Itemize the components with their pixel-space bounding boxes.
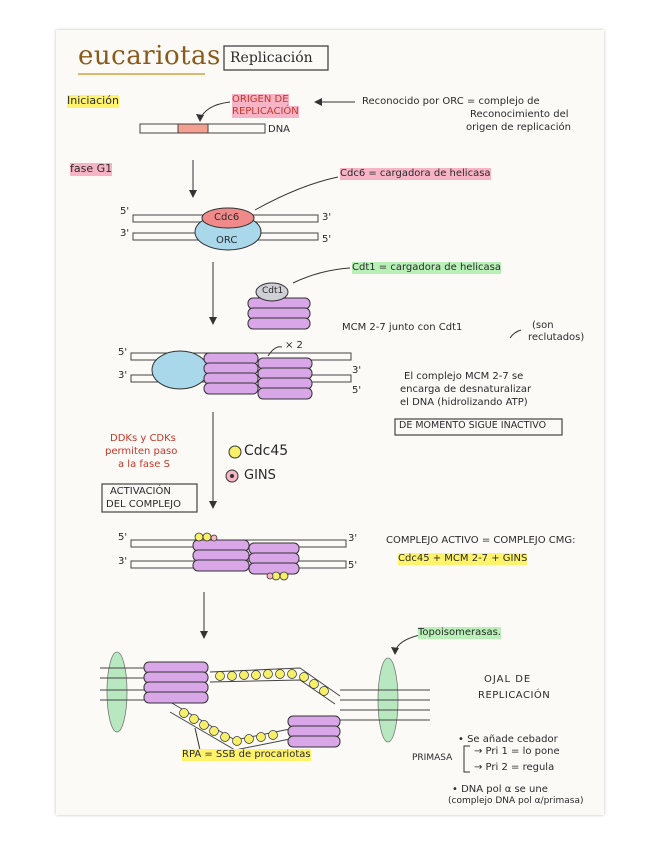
cmg-line1: COMPLEJO ACTIVO = COMPLEJO CMG: xyxy=(386,535,576,546)
prime-3-a: 3' xyxy=(120,228,130,239)
complejo-line1: El complejo MCM 2-7 se xyxy=(404,371,524,382)
cmg-line2: Cdc45 + MCM 2-7 + GINS xyxy=(398,553,528,565)
reconocido-line1: Reconocido por ORC = complejo de xyxy=(362,96,540,107)
ojal-line1: OJAL DE xyxy=(484,674,532,685)
ddks-line1: DDKs y CDKs xyxy=(110,433,176,444)
prime-5-c: 5' xyxy=(118,347,128,358)
cdc45-legend-label: Cdc45 xyxy=(244,443,289,459)
activacion-line1: ACTIVACIÓN xyxy=(110,486,171,497)
cdc45-legend-dot xyxy=(228,445,242,459)
mcm-cdt1-label: MCM 2-7 junto con Cdt1 xyxy=(342,322,463,333)
cdc6-description: Cdc6 = cargadora de helicasa xyxy=(340,168,491,180)
inactivo-box-text: DE MOMENTO SIGUE INACTIVO xyxy=(399,420,547,431)
rpa-label: RPA = SSB de procariotas xyxy=(182,749,311,761)
pri2-label: → Pri 2 = regula xyxy=(474,762,555,773)
cdc6-shape-label: Cdc6 xyxy=(214,212,240,223)
gins-legend-label: GINS xyxy=(244,468,276,483)
prime-5-f: 5' xyxy=(348,560,358,571)
origen-line1: ORIGEN DE xyxy=(232,94,289,106)
dnapol-line2: (complejo DNA pol α/primasa) xyxy=(448,796,584,806)
primasa-label: PRIMASA xyxy=(412,753,453,763)
subtitle-box xyxy=(223,45,329,71)
prime-3-e: 3' xyxy=(118,556,128,567)
prime-5-e: 5' xyxy=(118,532,128,543)
son-line2: reclutados) xyxy=(528,332,585,343)
arrow-origin xyxy=(199,101,231,121)
complejo-line2: encarga de desnaturalizar xyxy=(400,384,532,395)
fase-g1-label: fase G1 xyxy=(70,162,113,176)
cdc6-shape xyxy=(201,207,255,229)
prime-3-c: 3' xyxy=(118,370,128,381)
topo-label: Topoisomerasas. xyxy=(418,627,501,639)
ojal-line2: REPLICACIÓN xyxy=(478,690,551,701)
topo-left xyxy=(106,651,128,733)
page-subtitle: Replicación xyxy=(230,50,313,66)
cebador-label: • Se añade cebador xyxy=(458,734,558,745)
activacion-line2: DEL COMPLEJO xyxy=(106,499,181,510)
prime-5-a: 5' xyxy=(120,206,130,217)
prime-5-d: 5' xyxy=(352,385,362,396)
ddks-line3: a la fase S xyxy=(118,459,170,470)
rpa-upper xyxy=(215,669,329,696)
orc-shape-label: ORC xyxy=(216,235,238,246)
cdt1-shape-label: Cdt1 xyxy=(262,286,284,296)
x2-label: × 2 xyxy=(285,340,303,351)
cdt1-description: Cdt1 = cargadora de helicasa xyxy=(352,262,501,274)
origen-line2: REPLICACIÓN xyxy=(232,106,299,118)
prime-3-f: 3' xyxy=(348,533,358,544)
origin-segment xyxy=(177,123,209,134)
page-title: eucariotas xyxy=(78,41,221,71)
dnapol-line1: • DNA pol α se une xyxy=(452,784,548,795)
dna-label: DNA xyxy=(268,124,291,135)
ddks-line2: permiten paso xyxy=(105,446,178,457)
reconocido-line2: Reconocimiento del xyxy=(470,109,569,120)
prime-3-d: 3' xyxy=(352,365,362,376)
prime-3-b: 3' xyxy=(322,212,332,223)
cdt1-shape xyxy=(255,282,289,302)
rpa-lower xyxy=(179,708,278,746)
pri1-label: → Pri 1 = lo pone xyxy=(474,746,560,757)
reconocido-line3: origen de replicación xyxy=(466,122,572,133)
iniciacion-label: Iniciación xyxy=(67,94,119,108)
prime-5-b: 5' xyxy=(322,234,332,245)
son-line1: (son xyxy=(532,320,554,331)
complejo-line3: el DNA (hidrolizando ATP) xyxy=(400,397,528,408)
